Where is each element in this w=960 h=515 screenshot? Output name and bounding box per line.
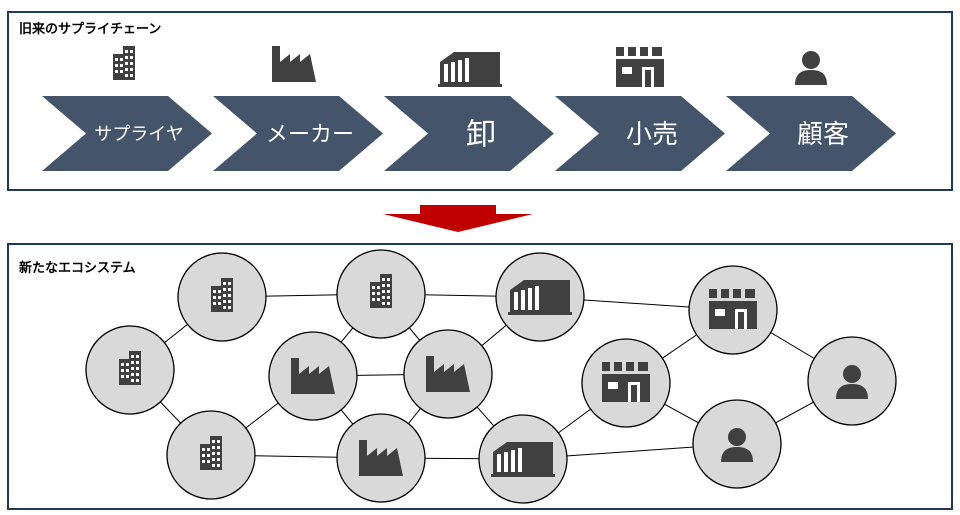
warehouse-icon [491,442,555,477]
new-ecosystem-title: 新たなエコシステム [19,261,136,276]
factory-icon [272,46,316,82]
chevron-stage-2 [213,96,383,171]
person-icon [795,51,827,85]
chevron-label-2: メーカー [266,122,354,147]
chevron-stage-4 [555,96,725,171]
warehouse-icon [438,52,502,87]
chevron-label-3: 卸 [466,117,496,152]
office-building-icon [113,46,135,80]
chevron-stage-1 [42,96,212,171]
chevron-label-1: サプライヤ [94,124,183,145]
chevron-label-5: 顧客 [797,120,849,150]
store-icon [602,362,650,402]
chevron-label-4: 小売 [626,120,678,150]
stage-icons [113,46,827,87]
transition-arrow [383,205,533,232]
old-supply-chain-title: 旧来のサプライチェーン [19,22,162,37]
warehouse-icon [508,280,572,315]
chevron-row: サプライヤ メーカー 卸 小売 顧客 [42,96,896,171]
chevron-stage-3 [384,96,554,171]
store-icon [709,289,757,329]
chevron-stage-5 [726,96,896,171]
store-icon [616,47,664,87]
